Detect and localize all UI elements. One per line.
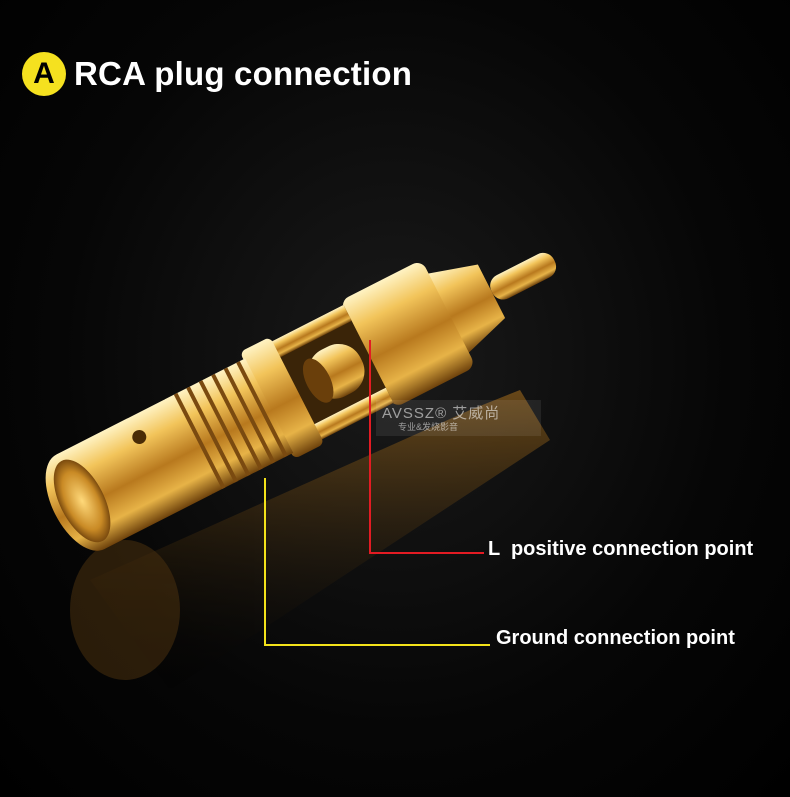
positive-connection-label: L positive connection point bbox=[488, 538, 754, 560]
section-heading: A RCA plug connection bbox=[22, 50, 412, 98]
watermark-brand: AVSSZ® 艾威尚 bbox=[382, 405, 501, 422]
section-title: RCA plug connection bbox=[74, 55, 413, 92]
plug-reflection bbox=[70, 390, 550, 690]
watermark-tagline: 专业&发烧影音 bbox=[398, 422, 459, 432]
ground-callout-line bbox=[264, 478, 490, 646]
brand-watermark: AVSSZ® 艾威尚 专业&发烧影音 bbox=[376, 400, 541, 436]
ground-connection-label: Ground connection point bbox=[496, 627, 735, 649]
rca-plug-body bbox=[45, 252, 557, 551]
section-badge: A bbox=[22, 52, 66, 96]
positive-callout-line bbox=[369, 340, 484, 554]
